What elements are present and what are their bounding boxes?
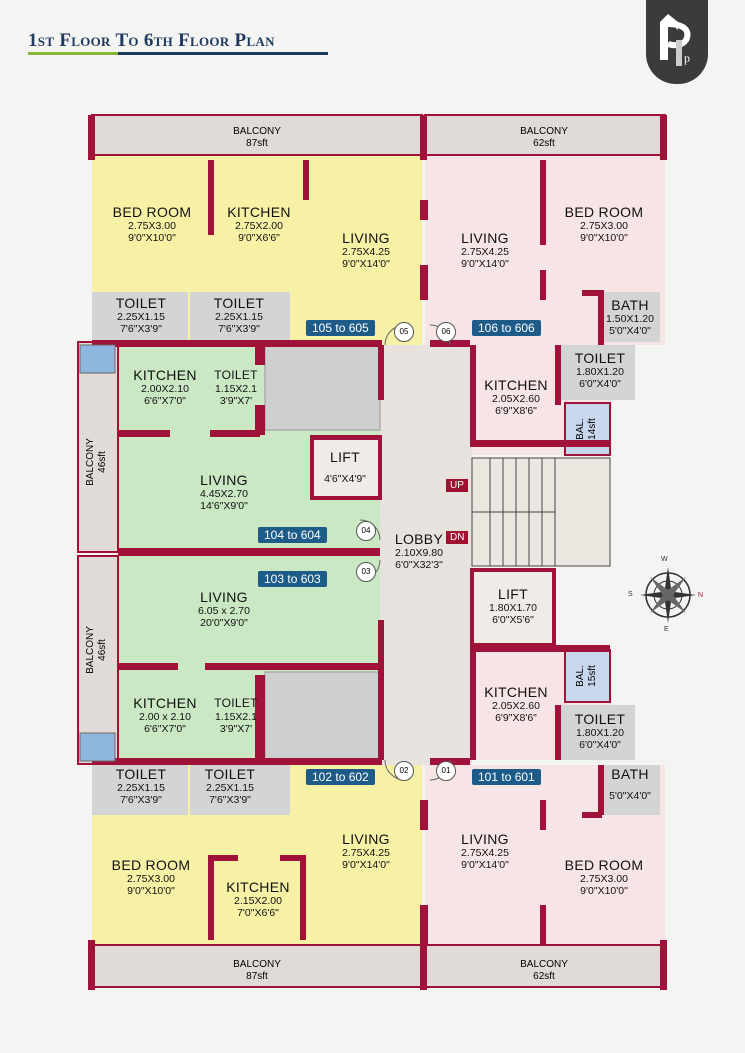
stair-up-label: UP [446,479,468,492]
toilet-area [190,765,290,815]
toilet-area [92,292,188,342]
unit-tag: 103 to 603 [258,571,327,587]
unit-tag: 105 to 605 [306,320,375,336]
balcony-label: BAL.15sft [575,665,598,687]
unit-tag: 102 to 602 [306,769,375,785]
unit-tag: 101 to 601 [472,769,541,785]
balcony-area [564,649,611,703]
unit-tag: 106 to 606 [472,320,541,336]
page-title: 1st Floor To 6th Floor Plan [28,30,275,51]
door-number: 03 [356,562,376,582]
balcony-area [77,341,119,553]
balcony-label: BAL.14sft [575,418,598,440]
window [79,732,116,762]
staircase [471,457,611,567]
unit-tag: 104 to 604 [258,527,327,543]
bath-area [598,765,660,815]
svg-text:p: p [684,51,690,65]
toilet-area [92,765,188,815]
stair-down-label: DN [446,531,469,544]
toilet-area [560,705,635,760]
balcony-area [424,944,666,988]
balcony-area [91,944,423,988]
compass-s: S [628,591,633,598]
door-number: 04 [356,521,376,541]
balcony-area [77,555,119,765]
duct-shaft [264,671,381,761]
compass-icon [640,567,696,623]
window [79,344,116,374]
door-number: 01 [436,761,456,781]
compass-w: W [661,556,668,563]
lift-shaft [310,436,382,500]
duct-shaft [264,344,381,431]
lift-shaft [470,568,556,647]
toilet-area [560,345,635,400]
door-number: 06 [436,322,456,342]
brand-logo: p [646,0,708,84]
title-underline [28,52,328,55]
bath-area [598,292,660,342]
toilet-area [190,292,290,342]
walls [88,115,667,990]
door-number: 02 [394,761,414,781]
compass-e: E [664,626,669,633]
lobby-area [380,345,472,765]
door-number: 05 [394,322,414,342]
compass-n: N [698,592,704,599]
